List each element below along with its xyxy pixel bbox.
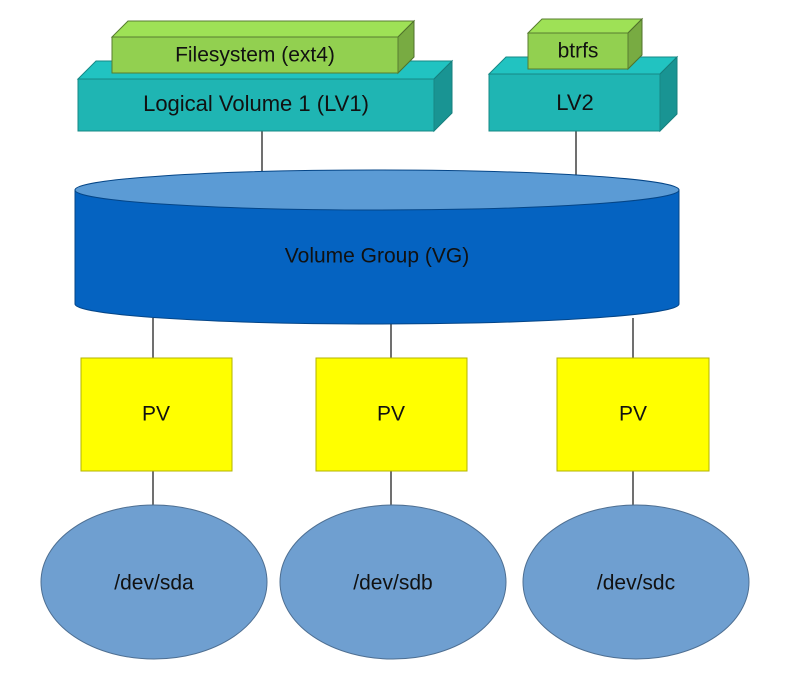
vg-cylinder-top [74,169,680,211]
sdb-disk [279,504,507,660]
edges [152,130,634,507]
physical-volume-1: PV [80,357,233,472]
pv1-label: PV [142,403,170,426]
fs2-label: btrfs [558,40,599,63]
pv1-box [80,357,233,472]
volume-group: Volume Group (VG) [74,169,680,325]
filesystem-btrfs: btrfs [526,17,644,71]
lv2-label: LV2 [556,90,594,115]
filesystem-ext4: Filesystem (ext4) [110,19,416,75]
fs1-box-front [111,36,399,74]
pv2-box [315,357,468,472]
physical-volume-3: PV [556,357,710,472]
fs2-box-top [526,18,644,34]
pv2-label: PV [377,403,405,426]
pv3-label: PV [619,403,647,426]
device-sdb: /dev/sdb [279,504,507,660]
sda-label: /dev/sda [114,572,194,595]
fs1-box-top [110,20,416,38]
sdb-label: /dev/sdb [353,572,432,595]
vg-label: Volume Group (VG) [285,245,469,268]
sdc-disk [522,504,750,660]
lv1-label: Logical Volume 1 (LV1) [143,91,369,116]
pv3-box [556,357,710,472]
fs1-label: Filesystem (ext4) [175,44,335,67]
sda-disk [40,504,268,660]
vg-cylinder-body [74,189,680,325]
device-sdc: /dev/sdc [522,504,750,660]
sdc-label: /dev/sdc [597,572,675,595]
physical-volume-2: PV [315,357,468,472]
fs2-box-front [527,32,629,70]
lv1-box-front [77,78,435,132]
device-sda: /dev/sda [40,504,268,660]
lv2-box-front [488,73,661,132]
